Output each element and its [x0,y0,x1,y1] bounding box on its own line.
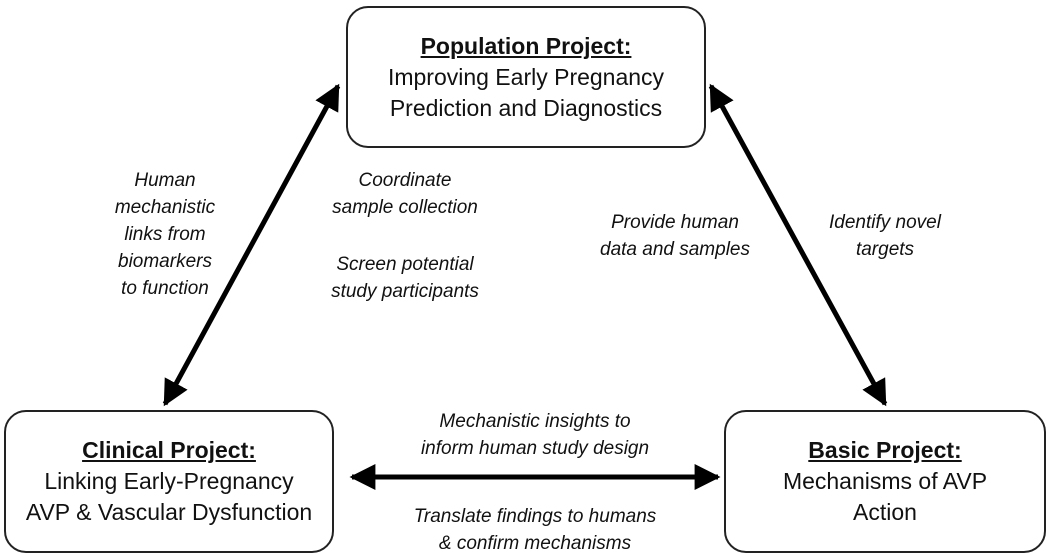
label-translate-findings: Translate findings to humans & confirm m… [380,503,690,557]
clinical-project-line2: AVP & Vascular Dysfunction [25,499,313,525]
label-line: biomarkers [118,251,212,272]
label-line: links from [124,224,206,245]
population-project-line1: Improving Early Pregnancy [387,63,665,90]
basic-project-title: Basic Project: [808,437,962,463]
clinical-project-title: Clinical Project: [82,437,256,463]
label-line: Screen potential [336,254,474,275]
label-line: & confirm mechanisms [438,533,632,554]
basic-project-line1: Mechanisms of AVP [782,468,988,494]
label-line: sample collection [332,197,478,218]
label-line: Coordinate [358,170,452,191]
basic-project-line2: Action [853,499,917,525]
label-mechanistic-insights: Mechanistic insights to inform human stu… [395,408,675,462]
clinical-project-line1: Linking Early-Pregnancy [44,468,294,494]
label-line: inform human study design [420,438,650,459]
label-screen-participants: Screen potential study participants [305,251,505,305]
label-line: to function [121,278,209,299]
label-identify-novel-targets: Identify novel targets [810,209,960,263]
label-line: Identify novel [829,212,941,233]
population-project-title: Population Project: [420,32,632,59]
label-coordinate-sample-collection: Coordinate sample collection [305,167,505,221]
label-line: mechanistic [114,197,216,218]
label-provide-human-data: Provide human data and samples [580,209,770,263]
population-project-box: Population Project: Improving Early Preg… [346,6,706,148]
label-line: Mechanistic insights to [439,411,631,432]
label-line: Translate findings to humans [413,506,657,527]
arrow-population-basic [708,83,888,407]
label-line: Human [134,170,196,191]
population-project-line2: Prediction and Diagnostics [389,94,663,121]
clinical-project-box: Clinical Project: Linking Early-Pregnanc… [4,410,334,553]
label-line: study participants [331,281,479,302]
arrow-population-clinical [162,83,341,407]
label-line: Provide human [611,212,739,233]
label-line: data and samples [600,239,750,260]
basic-project-box: Basic Project: Mechanisms of AVP Action [724,410,1046,553]
label-line: targets [855,239,915,260]
label-human-mechanistic-links: Human mechanistic links from biomarkers … [90,167,240,302]
